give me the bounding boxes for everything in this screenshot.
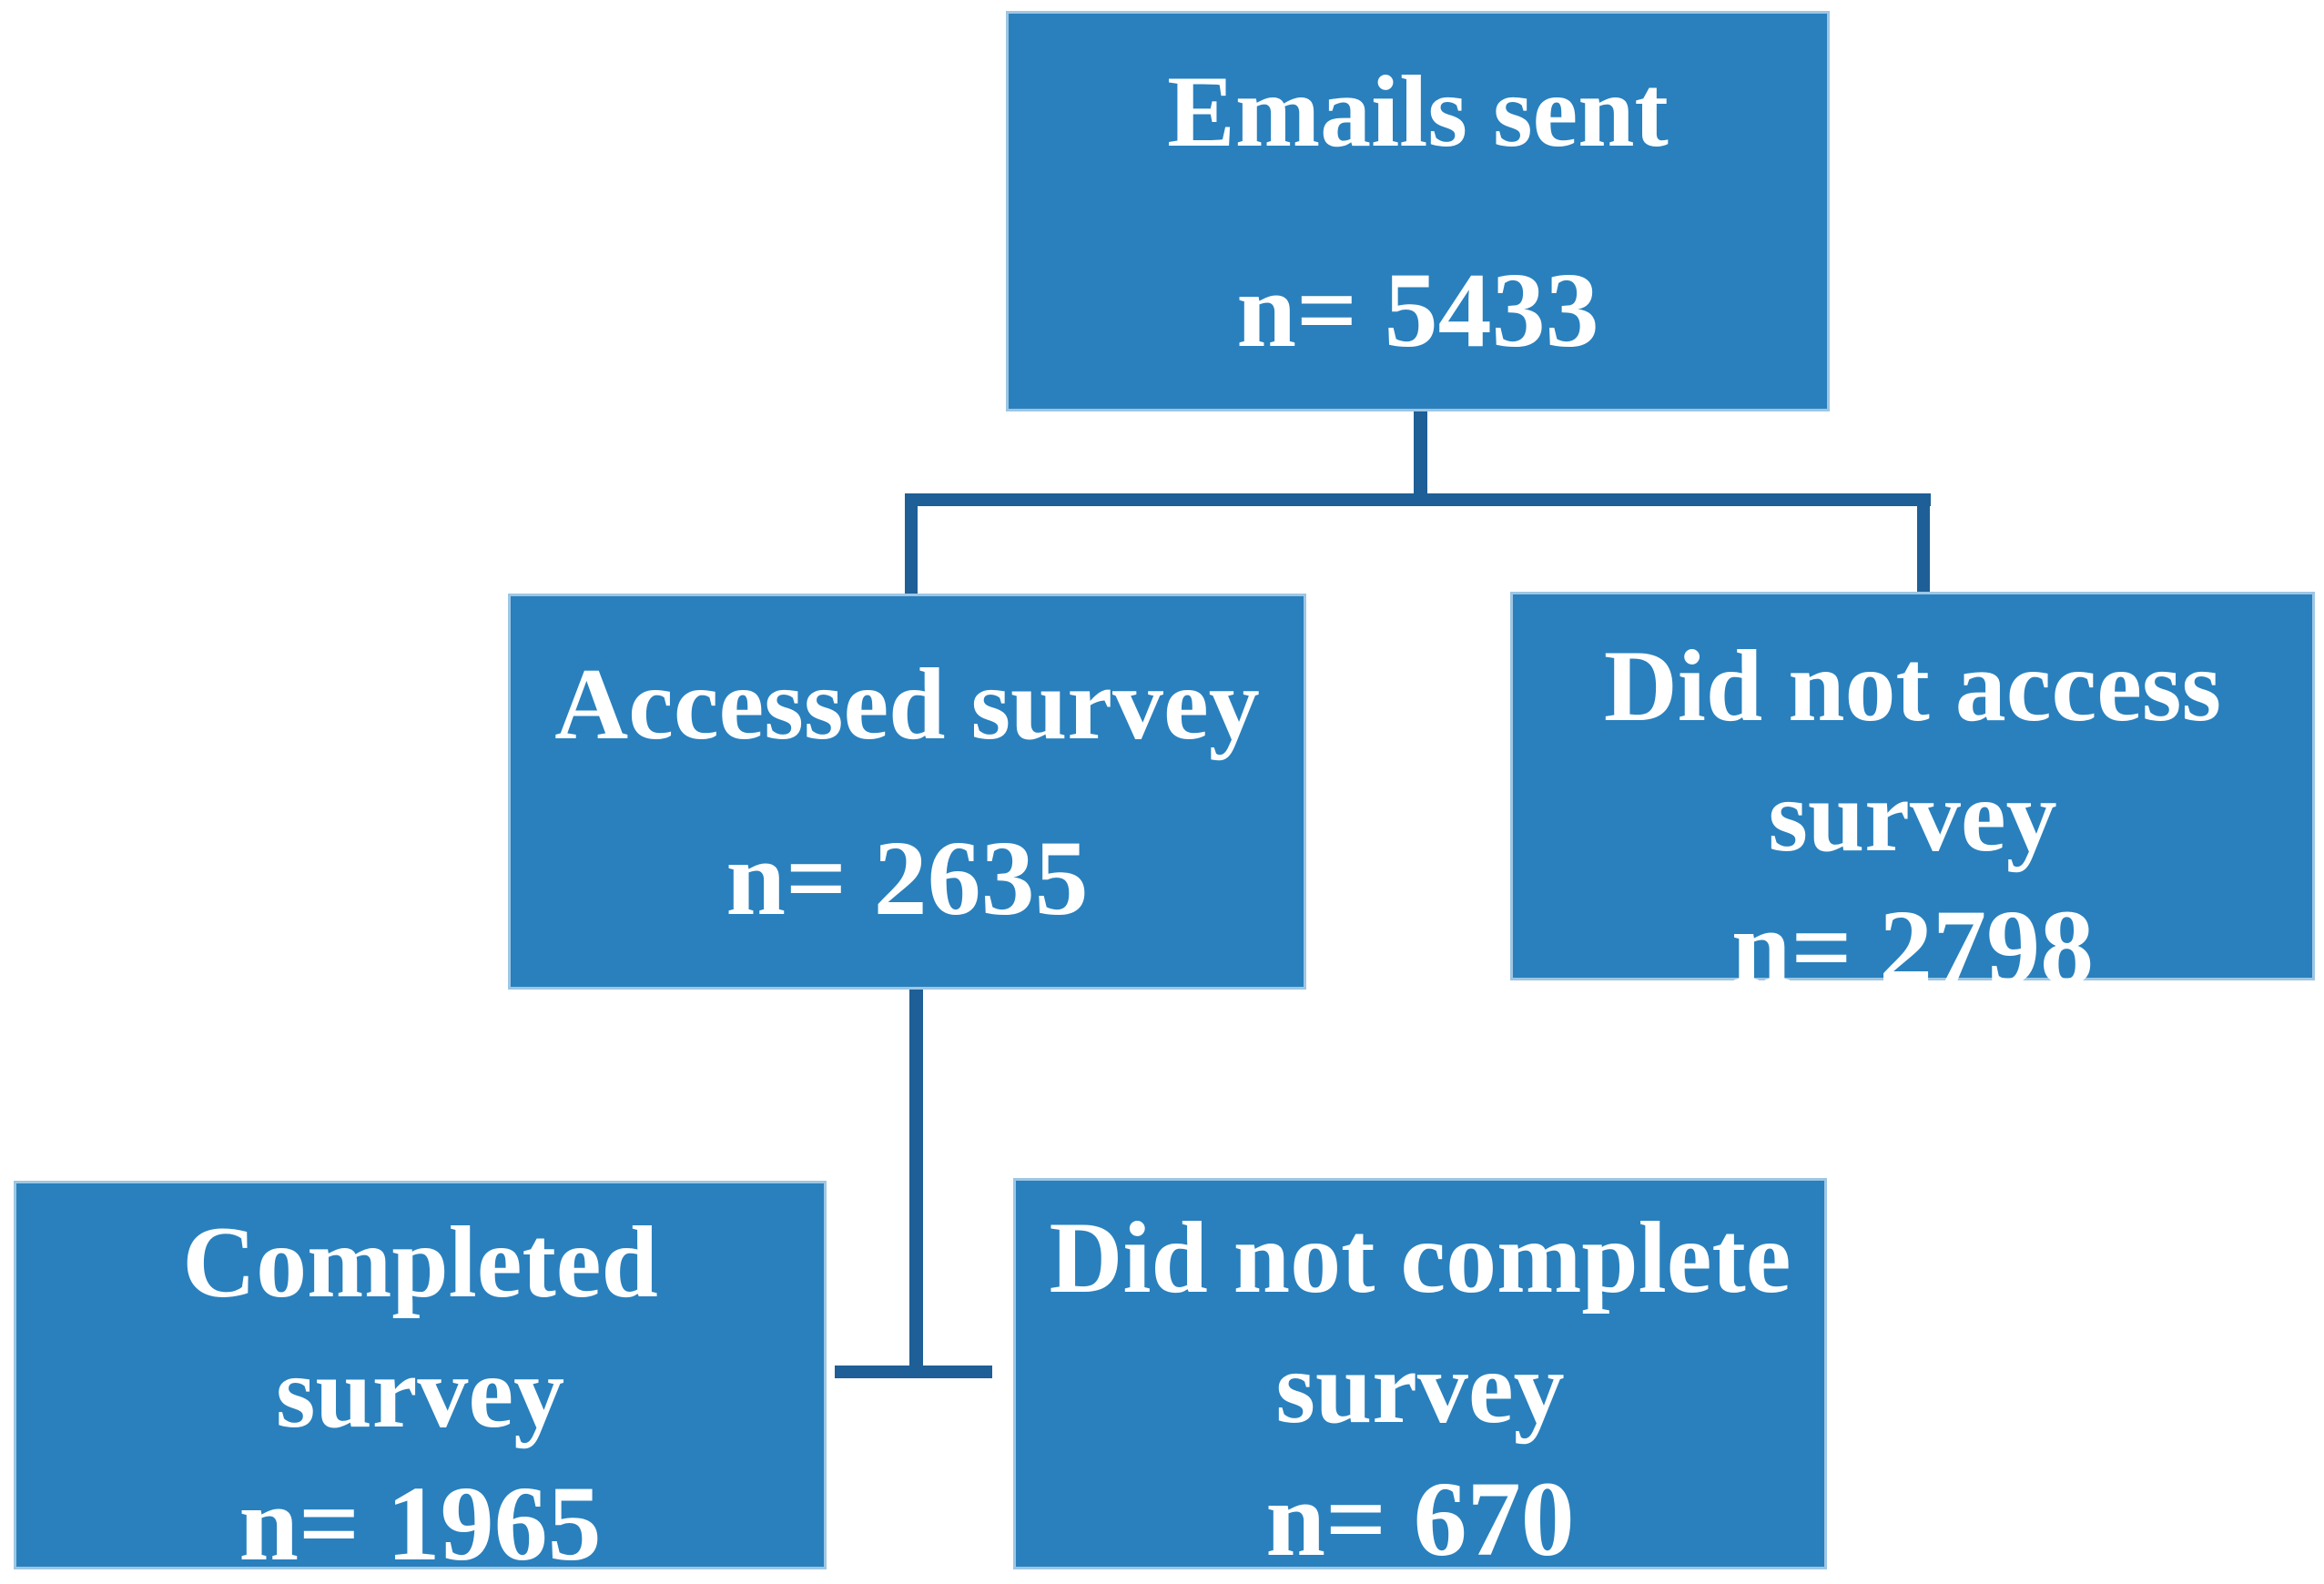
node-count: n= 1965 [238, 1463, 602, 1583]
node-count: n= 2635 [726, 818, 1089, 939]
node-emails-sent: Emails sent n= 5433 [1006, 11, 1830, 411]
node-did-not-complete-survey: Did not complete survey n= 670 [1013, 1178, 1827, 1579]
node-label: Completed survey [182, 1206, 658, 1450]
connector-accessed-stem [909, 990, 923, 1378]
node-count: n= 670 [1265, 1458, 1575, 1579]
node-accessed-survey: Accessed survey n= 2635 [508, 594, 1306, 990]
node-count: n= 2798 [1730, 887, 2095, 1007]
connector-branch-horizontal [905, 493, 1931, 506]
node-did-not-access-survey: Did not access survey n= 2798 [1510, 592, 2315, 1007]
node-label: Did not access survey [1603, 630, 2222, 874]
connector-drop-accessed [905, 493, 918, 595]
node-count: n= 5433 [1236, 250, 1599, 371]
node-label: Did not complete survey [1049, 1202, 1791, 1446]
node-completed-survey: Completed survey n= 1965 [14, 1181, 827, 1583]
connector-emails-sent-stem [1414, 410, 1427, 501]
node-label: Accessed survey [554, 648, 1260, 762]
connector-drop-did-not-access [1917, 493, 1930, 595]
node-label: Emails sent [1167, 56, 1669, 169]
connector-bottom-tee-bar [835, 1366, 992, 1378]
